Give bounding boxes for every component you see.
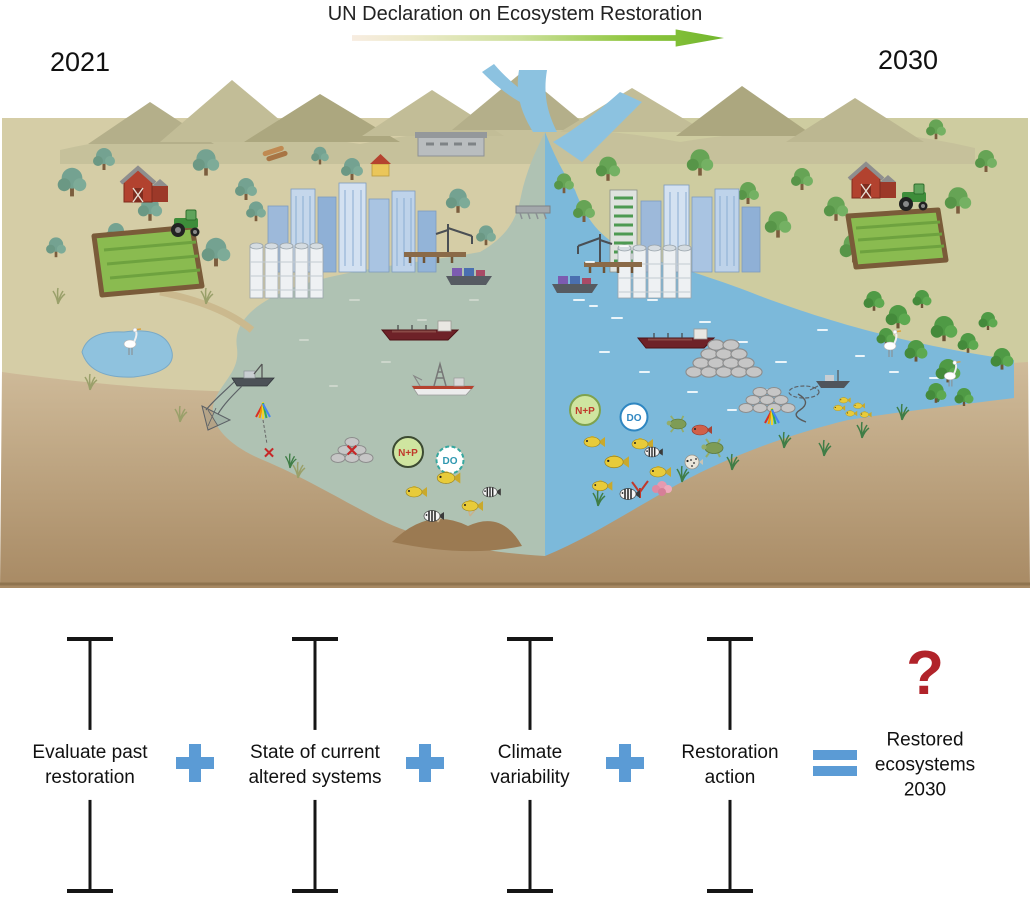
river (482, 64, 642, 162)
np-badge-2030-label: N+P (575, 406, 595, 417)
water-2021 (212, 132, 545, 556)
mountains (60, 72, 975, 164)
np-badge-2030: N+P (569, 394, 601, 426)
bracket-cap (507, 889, 553, 893)
do-badge-2021: DO (435, 445, 465, 475)
reef-rope (795, 393, 807, 423)
barn-left (119, 165, 168, 203)
warehouse-building (415, 132, 487, 157)
term-restoration-action: Restoration action (650, 637, 810, 893)
tanker-ship-2021 (380, 320, 460, 341)
np-badge-2021: N+P (392, 436, 424, 468)
tractor-left (171, 209, 200, 237)
crane-right (577, 234, 613, 262)
do-badge-2030-label: DO (627, 413, 642, 424)
crop-field-left (91, 224, 205, 298)
x-mark-net: ✕ (263, 445, 276, 462)
drilling-vessel (411, 361, 475, 396)
silos-right (617, 244, 692, 299)
fishing-trawler-2021 (231, 363, 275, 387)
water-ripples-2030 (573, 245, 939, 411)
term-label: Restoration action (650, 729, 810, 801)
landscape-scene: ✕ ✕ N+P DO N+P (0, 64, 1030, 588)
plus-icon (606, 744, 644, 782)
log-pile (262, 145, 288, 162)
plus-icon (176, 744, 214, 782)
term-label: Restored ecosystems 2030 (874, 729, 976, 801)
tractor-right (899, 183, 928, 211)
tanker-ship-2030 (636, 328, 716, 349)
sensor-line-2021 (262, 419, 268, 445)
year-start-label: 2021 (50, 47, 111, 77)
figure-title: UN Declaration on Ecosystem Restoration (327, 3, 703, 25)
equals-icon (813, 748, 857, 778)
bracket-cap (707, 889, 753, 893)
term-evaluate-past-restoration: Evaluate past restoration (8, 637, 172, 893)
coral-2030 (631, 480, 672, 498)
bracket-cap (292, 889, 338, 893)
np-badge-2021-label: N+P (398, 448, 418, 459)
fishing-net-2021 (201, 381, 243, 431)
pond (81, 330, 173, 378)
question-mark: ? (906, 639, 944, 708)
fishing-boat-2030 (788, 370, 850, 399)
silos-left (249, 242, 324, 299)
term-state-of-current-systems: State of current altered systems (228, 637, 402, 893)
pier-right (584, 262, 642, 273)
plus-icon (406, 744, 444, 782)
term-climate-variability: Climate variability (455, 637, 605, 893)
oyster-mound-2021: ✕ (330, 437, 374, 463)
crop-field-right (845, 207, 949, 270)
pufferfish-2030 (684, 454, 703, 470)
do-badge-2021-label: DO (443, 456, 458, 467)
cargo-ship-left (446, 268, 492, 285)
river-dam (515, 205, 551, 220)
barn-right (847, 161, 896, 199)
crane-left (435, 224, 473, 252)
x-mark-reef: ✕ (345, 443, 358, 460)
do-badge-2030: DO (619, 402, 649, 432)
year-end-label: 2030 (878, 45, 939, 75)
term-label: State of current altered systems (228, 729, 402, 801)
formula-section: Evaluate past restoration State of curre… (0, 618, 1030, 902)
dirt-road (159, 288, 255, 333)
pier-left (404, 252, 466, 263)
yellow-house (370, 154, 391, 177)
cargo-ship-right (552, 276, 598, 293)
bracket-cap (67, 889, 113, 893)
term-label: Evaluate past restoration (8, 729, 172, 801)
water-ripples-2021 (299, 299, 479, 387)
term-restored-ecosystems: ? Restored ecosystems 2030 (850, 637, 1000, 893)
term-label: Climate variability (455, 729, 605, 801)
